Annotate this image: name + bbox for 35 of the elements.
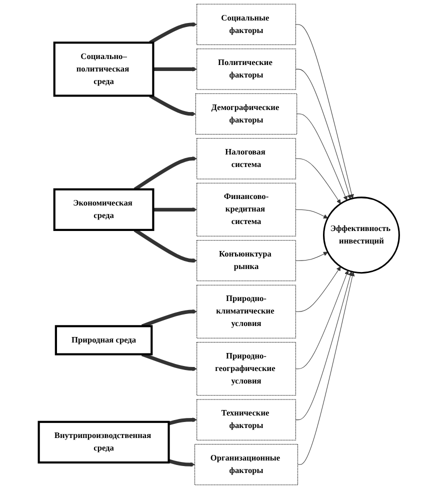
arrow (295, 270, 349, 370)
arrow (168, 418, 198, 426)
node-box: Социально–политическая среда (53, 42, 154, 97)
arrow (295, 68, 352, 200)
arrow (295, 158, 341, 204)
arrow (295, 266, 341, 312)
node-box: Природно-географические условия (196, 342, 296, 396)
node-circle: Эффективность инвестиций (322, 196, 400, 274)
arrow (296, 114, 348, 201)
node-box: Организационные факторы (194, 444, 298, 486)
arrow (295, 271, 353, 420)
node-box: Финансово-кредитная система (196, 182, 296, 236)
arrow (295, 24, 354, 199)
arrow (141, 309, 198, 328)
arrow (134, 228, 198, 263)
arrow (134, 156, 198, 191)
node-box: Налоговая система (196, 138, 296, 180)
arrow (153, 207, 198, 212)
node-box: Экономическая среда (53, 188, 154, 231)
node-box: Природная среда (54, 325, 153, 356)
node-box: Природно-климатические условия (196, 284, 296, 338)
node-box: Демографические факторы (195, 93, 298, 134)
arrow (153, 66, 198, 72)
node-box: Социальные факторы (196, 4, 296, 45)
arrow (149, 22, 198, 44)
node-box: Политические факторы (196, 48, 296, 90)
arrow (141, 352, 198, 372)
arrow (295, 209, 328, 218)
arrow (295, 252, 328, 261)
node-box: Технические факторы (196, 399, 296, 440)
arrow (168, 459, 195, 467)
node-box: Внутрипроизводственная среда (38, 420, 170, 464)
node-box: Конъюнктура рынка (196, 240, 296, 282)
arrow (297, 272, 355, 465)
arrow (149, 94, 196, 116)
